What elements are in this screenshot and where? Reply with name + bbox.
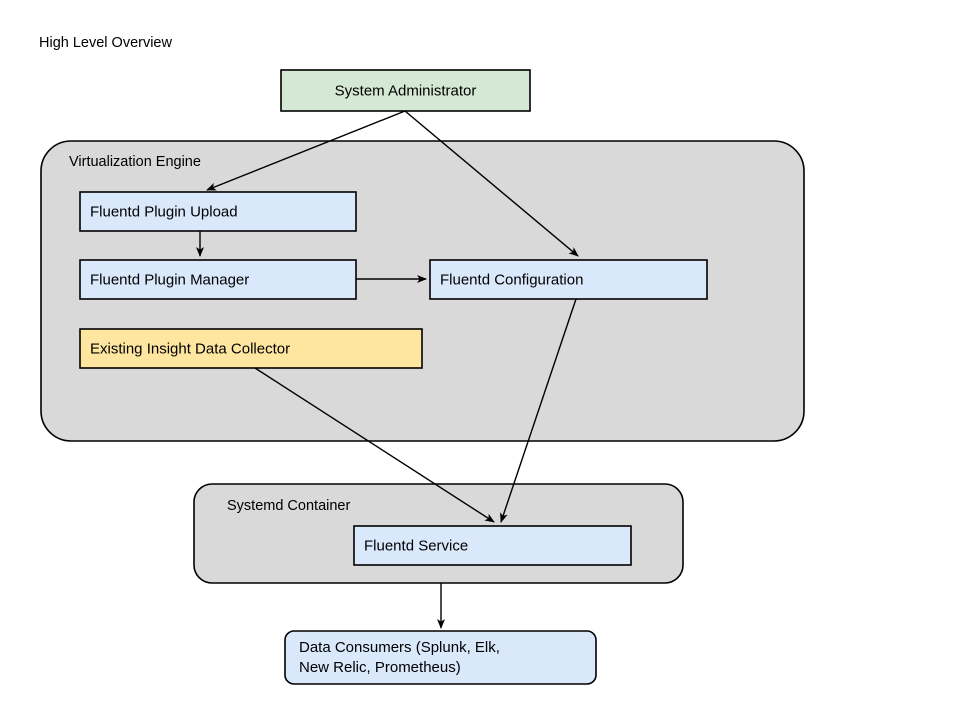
- node-fluentd-configuration[interactable]: Fluentd Configuration: [429, 259, 708, 300]
- data-consumers-shape[interactable]: [284, 630, 597, 685]
- fluentd-plugin-manager-shape[interactable]: [79, 259, 357, 300]
- fluentd-service-label: Fluentd Service: [364, 537, 468, 554]
- existing-insight-data-collector-label: Existing Insight Data Collector: [90, 340, 290, 357]
- fluentd-configuration-label: Fluentd Configuration: [440, 271, 583, 288]
- edge-fluentd-configuration-to-fluentd-service: [500, 298, 577, 523]
- system-administrator-shape[interactable]: [280, 69, 531, 112]
- node-data-consumers[interactable]: Data Consumers (Splunk, Elk, New Relic, …: [284, 630, 597, 685]
- diagram-title: High Level Overview: [39, 35, 172, 51]
- fluentd-configuration-shape[interactable]: [429, 259, 708, 300]
- fluentd-plugin-manager-label: Fluentd Plugin Manager: [90, 271, 249, 288]
- node-existing-insight-data-collector[interactable]: Existing Insight Data Collector: [79, 328, 423, 369]
- edge-admin-to-fluentd-configuration: [404, 110, 579, 257]
- fluentd-service-shape[interactable]: [353, 525, 632, 566]
- fluentd-plugin-upload-label: Fluentd Plugin Upload: [90, 203, 238, 220]
- data-consumers-label-line-1: Data Consumers (Splunk, Elk,: [299, 639, 500, 656]
- node-fluentd-plugin-manager[interactable]: Fluentd Plugin Manager: [79, 259, 357, 300]
- data-consumers-label-line-2: New Relic, Prometheus): [299, 659, 461, 676]
- system-administrator-label: System Administrator: [335, 82, 477, 99]
- node-fluentd-plugin-upload[interactable]: Fluentd Plugin Upload: [79, 191, 357, 232]
- fluentd-plugin-upload-shape[interactable]: [79, 191, 357, 232]
- node-system-administrator[interactable]: System Administrator: [280, 69, 531, 112]
- edges-layer: [196, 110, 579, 629]
- systemd-container-label: Systemd Container: [227, 498, 350, 514]
- edge-data-collector-to-fluentd-service: [254, 367, 495, 523]
- existing-insight-data-collector-shape[interactable]: [79, 328, 423, 369]
- virtualization-engine-label: Virtualization Engine: [69, 154, 201, 170]
- node-fluentd-service[interactable]: Fluentd Service: [353, 525, 632, 566]
- edge-admin-to-plugin-upload: [206, 110, 406, 191]
